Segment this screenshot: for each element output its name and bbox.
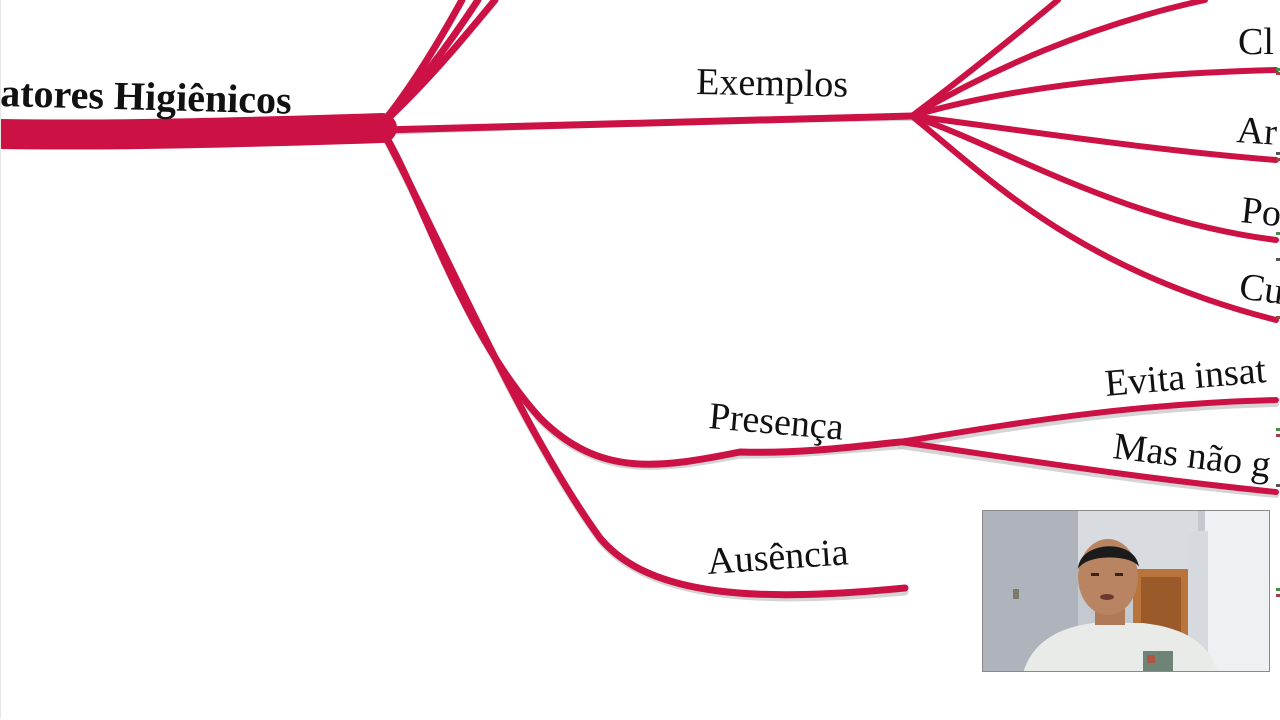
right-edge-marks bbox=[1276, 68, 1280, 597]
branch-ex-00 bbox=[909, 0, 1208, 119]
webcam-video-feed bbox=[982, 510, 1270, 672]
branch-pres-1 bbox=[897, 397, 1279, 445]
root-up-branch-3 bbox=[376, 0, 499, 130]
label-ausencia: Ausência bbox=[706, 531, 850, 583]
label-ex-2: Ar bbox=[1235, 109, 1278, 154]
branch-ex-3 bbox=[909, 113, 1279, 243]
label-ex-4: Cu bbox=[1237, 265, 1280, 313]
branch-ex-2 bbox=[909, 113, 1279, 163]
label-exemplos: Exemplos bbox=[696, 61, 849, 106]
root-up-branch-1 bbox=[376, 0, 466, 130]
label-presenca: Presença bbox=[707, 395, 845, 449]
branch-ex-4 bbox=[909, 113, 1279, 323]
branch-ausencia bbox=[378, 126, 909, 599]
root-branch bbox=[0, 113, 397, 150]
label-ex-1: Cl bbox=[1238, 21, 1274, 63]
branch-ex-1 bbox=[909, 67, 1279, 119]
branch-exemplos bbox=[378, 112, 916, 134]
root-label: atores Higiênicos bbox=[0, 70, 292, 123]
label-pres-1: Evita insat bbox=[1103, 349, 1268, 405]
person-video-icon bbox=[983, 511, 1269, 671]
branch-pres-2 bbox=[897, 439, 1279, 495]
label-ex-3: Po bbox=[1239, 189, 1280, 235]
